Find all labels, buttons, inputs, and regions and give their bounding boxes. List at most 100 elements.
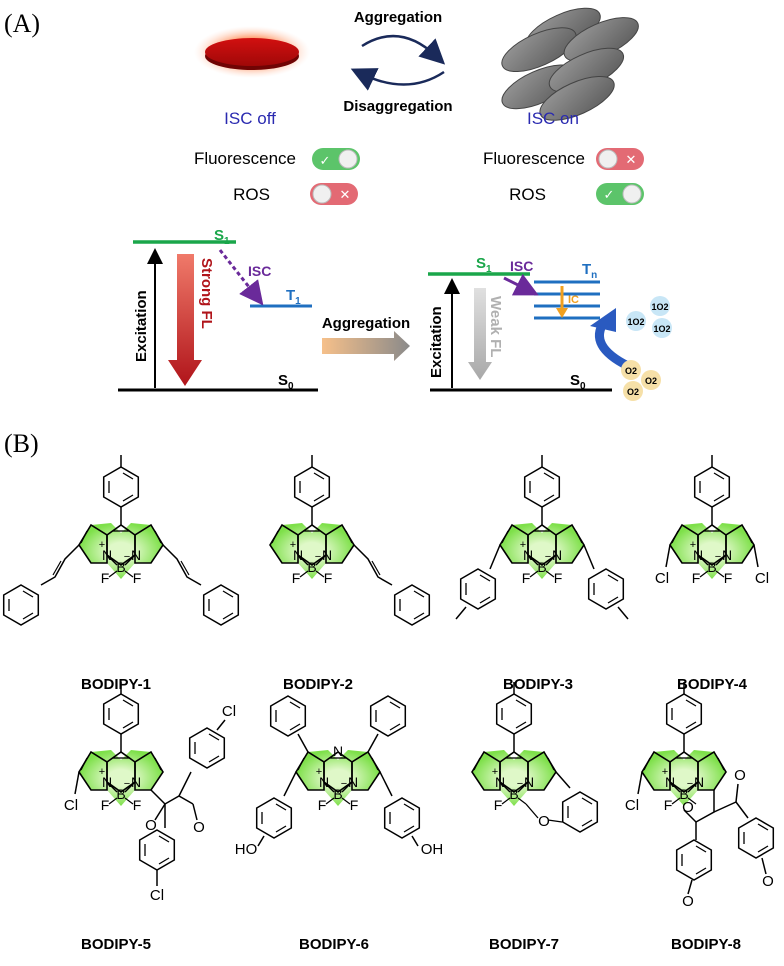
boron-atom: B [707, 559, 716, 575]
minus-charge: − [517, 778, 523, 790]
chlorine-atom: Cl [655, 570, 669, 587]
fluorine-atom: F [724, 570, 733, 586]
tn-label: Tn [582, 261, 597, 281]
s0-label-right: S0 [570, 372, 586, 392]
right-fluorescence-toggle: ✕ [596, 148, 644, 170]
plus-charge: + [99, 539, 105, 551]
oxygen-2: O2 [645, 376, 657, 386]
boron-atom: B [116, 786, 125, 802]
singlet-oxygen-3: 1O2 [653, 324, 670, 334]
plus-charge: + [492, 766, 498, 778]
strong-fl-label: Strong FL [198, 258, 215, 329]
isc-label: ISC [248, 263, 271, 279]
isc-arrow-right [503, 273, 539, 296]
cross-icon: ✕ [340, 187, 351, 202]
molecule-name: BODIPY-4 [677, 676, 748, 693]
left-fluorescence-toggle: ✓ [312, 148, 360, 170]
check-icon: ✓ [604, 187, 615, 202]
chlorine-atom: Cl [64, 797, 78, 814]
plus-charge: + [520, 539, 526, 551]
nitrogen-atom: N [665, 774, 675, 790]
isc-label-right: ISC [510, 258, 533, 274]
s0-label: S0 [278, 372, 294, 392]
nitrogen-atom: N [348, 774, 358, 790]
fluorine-atom: F [664, 797, 673, 813]
isc-off-label: ISC off [224, 109, 276, 128]
nitrogen-atom: N [523, 547, 533, 563]
t1-label: T1 [286, 287, 301, 307]
fluorine-atom: F [324, 570, 333, 586]
weak-fl-label: Weak FL [487, 296, 504, 357]
excitation-label-right: Excitation [428, 306, 445, 378]
fluorine-atom: F [133, 797, 142, 813]
fluorine-atom: F [101, 570, 110, 586]
minus-charge: − [124, 778, 130, 790]
bodipy-6-structure [255, 695, 421, 846]
disaggregation-label: Disaggregation [343, 98, 452, 115]
aggregation-arrow [361, 34, 446, 65]
plus-charge: + [290, 539, 296, 551]
minus-charge: − [545, 551, 551, 563]
nitrogen-atom: N [131, 547, 141, 563]
plus-charge: + [690, 539, 696, 551]
fluorescence-arrow [168, 254, 202, 386]
weak-fl-arrow [468, 288, 492, 380]
aggregate-discs [501, 7, 639, 121]
aza-nitrogen-atom: N [333, 743, 343, 759]
boron-atom: B [509, 786, 518, 802]
minus-charge: − [341, 778, 347, 790]
right-fluorescence-label: Fluorescence [483, 149, 585, 168]
s1-label-right: S1 [476, 255, 492, 275]
molecule-name: BODIPY-6 [299, 936, 369, 953]
nitrogen-atom: N [322, 547, 332, 563]
boron-atom: B [537, 559, 546, 575]
nitrogen-atom: N [693, 547, 703, 563]
boron-atom: B [116, 559, 125, 575]
ic-label: IC [568, 294, 579, 306]
nitrogen-atom: N [694, 774, 704, 790]
molecule-name: BODIPY-2 [283, 676, 353, 693]
oxygen-1: O2 [625, 366, 637, 376]
nitrogen-atom: N [524, 774, 534, 790]
bodipy-3-structure [456, 455, 628, 619]
oxygen-atom: O [762, 873, 774, 890]
fluorine-atom: F [101, 797, 110, 813]
panel-label-b: (B) [4, 429, 39, 458]
monomer-disc [194, 26, 310, 78]
isc-on-label: ISC on [527, 109, 579, 128]
panel-label-a: (A) [4, 9, 40, 38]
minus-charge: − [124, 551, 130, 563]
boron-atom: B [679, 786, 688, 802]
chlorine-atom: Cl [625, 797, 639, 814]
nitrogen-atom: N [722, 547, 732, 563]
boron-atom: B [333, 786, 342, 802]
chlorine-atom: Cl [755, 570, 769, 587]
fluorine-atom: F [692, 570, 701, 586]
bodipy-1-structure [2, 455, 240, 626]
nitrogen-atom: N [102, 547, 112, 563]
bodipy-2-structure [269, 455, 431, 626]
bodipy-5-structure [75, 682, 225, 886]
nitrogen-atom: N [131, 774, 141, 790]
singlet-oxygen-2: 1O2 [627, 317, 644, 327]
oxygen-atom: O [538, 813, 550, 830]
disaggregation-arrow [350, 68, 445, 91]
oxygen-atom: O [682, 799, 694, 816]
molecule-name: BODIPY-8 [671, 936, 741, 953]
bodipy-4-structure [666, 455, 758, 580]
nitrogen-atom: N [293, 547, 303, 563]
left-ros-toggle: ✕ [310, 183, 358, 205]
molecule-name: BODIPY-7 [489, 936, 559, 953]
minus-charge: − [687, 778, 693, 790]
minus-charge: − [715, 551, 721, 563]
plus-charge: + [316, 766, 322, 778]
left-fluorescence-label: Fluorescence [194, 149, 296, 168]
middle-aggregation-label: Aggregation [322, 315, 410, 332]
fluorine-atom: F [554, 570, 563, 586]
s1-label: S1 [214, 227, 230, 247]
jablonski-right: S1 ISC Tn IC S0 Excitation Weak FL 1O2 1… [428, 255, 672, 401]
molecule-name: BODIPY-3 [503, 676, 573, 693]
excitation-label: Excitation [133, 290, 150, 362]
